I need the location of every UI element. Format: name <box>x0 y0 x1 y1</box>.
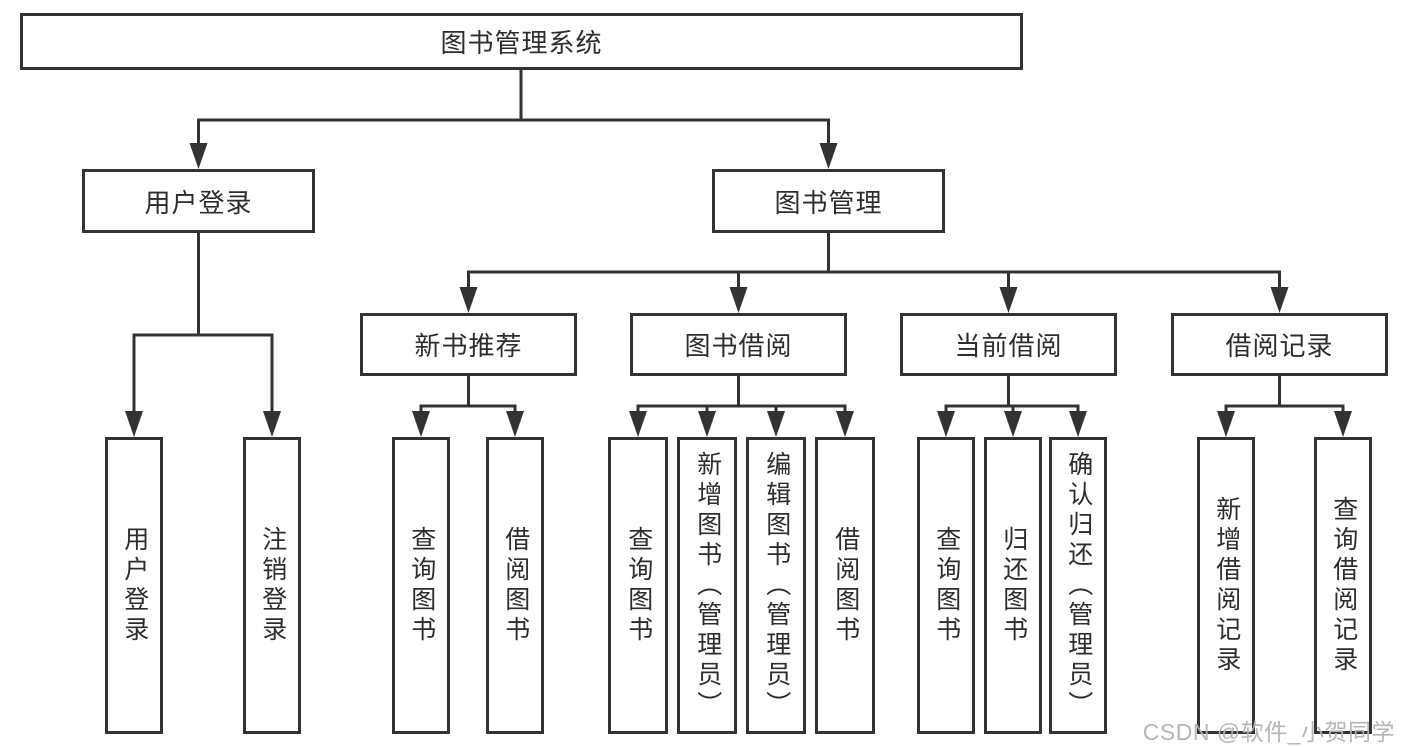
node-label: 查询借阅记录 <box>1329 495 1358 676</box>
connector-current-borrow-to-leaves <box>937 374 1087 437</box>
node-label: 查询图书 <box>624 525 653 646</box>
node-label: 用户登录 <box>120 525 149 646</box>
node-label: 借阅图书 <box>831 525 860 646</box>
connector-user-login-to-leaves <box>125 231 281 437</box>
node-borrowing-records: 借阅记录 <box>1171 313 1388 376</box>
leaf-add-books-admin: 新增图书（管理员） <box>677 437 737 734</box>
leaf-confirm-return-admin: 确认归还（管理员） <box>1049 437 1107 734</box>
node-label: 借阅图书 <box>501 525 530 646</box>
node-label: 图书借阅 <box>684 331 793 361</box>
node-label: 用户登录 <box>144 187 253 218</box>
node-label: 当前借阅 <box>954 331 1063 361</box>
node-label: 确认归还（管理员） <box>1064 450 1093 721</box>
leaf-query-books-borrow: 查询图书 <box>608 437 668 734</box>
connector-book-management-to-level3 <box>459 231 1289 313</box>
connector-borrow-records-to-leaves <box>1217 374 1352 437</box>
node-label: 查询图书 <box>407 525 436 646</box>
leaf-logout: 注销登录 <box>243 437 301 734</box>
leaf-query-borrow-record: 查询借阅记录 <box>1314 437 1372 734</box>
node-label: 新增图书（管理员） <box>693 450 722 721</box>
node-book-borrowing: 图书借阅 <box>630 313 847 376</box>
leaf-borrow-books: 借阅图书 <box>815 437 875 734</box>
leaf-return-books: 归还图书 <box>984 437 1042 734</box>
leaf-borrow-books-recommend: 借阅图书 <box>486 437 544 734</box>
node-label: 归还图书 <box>999 525 1028 646</box>
connector-book-borrow-to-leaves <box>629 374 854 437</box>
node-label: 借阅记录 <box>1225 331 1334 361</box>
csdn-watermark: CSDN @软件_小贺同学 <box>1142 719 1395 745</box>
node-label: 注销登录 <box>258 525 287 646</box>
node-label: 编辑图书（管理员） <box>762 450 791 721</box>
leaf-query-books-current: 查询图书 <box>917 437 975 734</box>
node-label: 查询图书 <box>932 525 961 646</box>
connector-new-book-recommend-to-leaves <box>412 374 524 437</box>
node-label: 图书管理 <box>774 187 883 218</box>
node-current-borrowing: 当前借阅 <box>900 313 1117 376</box>
node-label: 新书推荐 <box>414 331 523 361</box>
leaf-add-borrow-record: 新增借阅记录 <box>1197 437 1255 734</box>
node-label: 新增借阅记录 <box>1212 495 1241 676</box>
leaf-query-books-recommend: 查询图书 <box>392 437 450 734</box>
leaf-user-login: 用户登录 <box>105 437 163 734</box>
connector-root-to-level2 <box>189 68 838 169</box>
node-new-book-recommendation: 新书推荐 <box>360 313 577 376</box>
node-label: 图书管理系统 <box>440 28 603 58</box>
node-book-management: 图书管理 <box>712 169 945 233</box>
leaf-edit-books-admin: 编辑图书（管理员） <box>746 437 806 734</box>
node-user-login: 用户登录 <box>82 169 315 233</box>
node-library-management-system: 图书管理系统 <box>20 13 1023 70</box>
